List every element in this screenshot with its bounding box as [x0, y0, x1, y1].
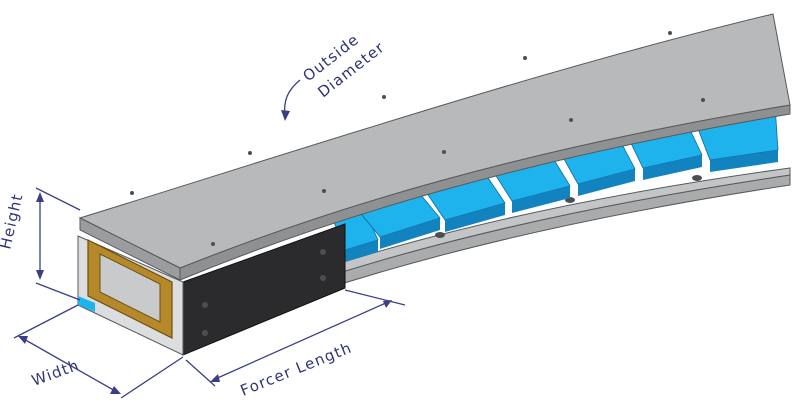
coil-core [99, 253, 161, 323]
forcer-length-label: Forcer Length [238, 338, 355, 399]
forcer-bolt [202, 330, 208, 336]
forcer [77, 223, 346, 356]
height-dimension: Height [0, 187, 81, 301]
forcer-bolt [320, 275, 326, 281]
end-magnet [78, 296, 95, 312]
forcer-bolt [202, 302, 208, 308]
height-label: Height [0, 192, 27, 251]
top-back-iron-plate [78, 13, 791, 281]
forcer-bolt [320, 249, 326, 255]
outside-diameter-callout: Outside Diameter [281, 30, 388, 121]
width-label: Width [29, 356, 82, 390]
